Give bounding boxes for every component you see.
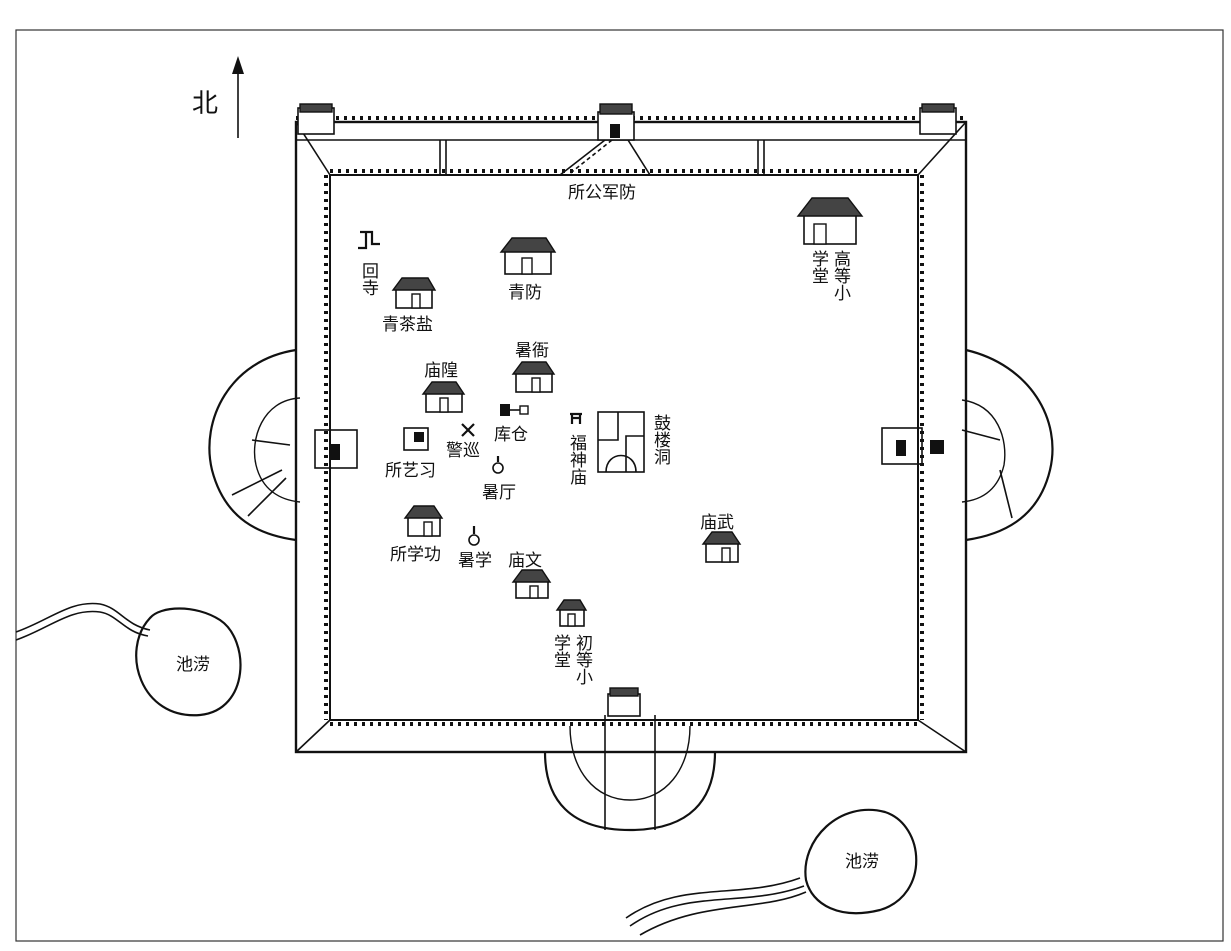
west-pond-icon [15, 602, 242, 717]
west-barbican-icon [208, 348, 358, 542]
salt-tea-building-icon [391, 277, 437, 309]
north-label: 北 [192, 89, 218, 119]
map-frame [15, 29, 1224, 942]
north-arrow-icon [232, 56, 244, 138]
civil-temple-building-icon [511, 569, 552, 599]
higher-school-label-col1: 高等小 [830, 250, 851, 302]
higher-school-label-col2: 学堂 [808, 250, 828, 284]
southeast-pond-icon [625, 808, 918, 936]
mosque-symbol-icon [358, 230, 380, 250]
martial-temple-building-icon [701, 531, 742, 563]
hall-label: 暑厅 [482, 483, 516, 503]
merit-school-label: 所学功 [390, 545, 441, 565]
north-gate-paths [559, 139, 651, 176]
yamen-label: 暑衙 [515, 341, 549, 361]
martial-temple-label: 庙武 [700, 513, 734, 533]
patrol-symbol-icon [461, 423, 475, 437]
hall-symbol-icon [492, 456, 504, 474]
civil-temple-label: 庙文 [508, 551, 542, 571]
qingfang-building-icon [499, 237, 557, 275]
higher-school-building-icon [796, 197, 864, 245]
qingfang-label: 青防 [508, 283, 542, 303]
drum-tower-icon [597, 411, 645, 473]
barracks-label: 所公军防 [568, 183, 636, 203]
fushen-label: 福神庙 [566, 434, 587, 485]
merit-school-building-icon [403, 505, 444, 537]
yamen-building-icon [511, 361, 556, 393]
edu-office-label: 暑学 [458, 551, 492, 571]
patrol-label: 警巡 [446, 441, 480, 461]
art-school-building-icon [403, 427, 429, 451]
primary-school-building-icon [555, 599, 588, 627]
granary-label: 库仓 [494, 425, 528, 445]
wall-crenellations [296, 116, 966, 726]
salt-tea-label: 青茶盐 [382, 315, 433, 335]
granary-symbol-icon [500, 404, 529, 416]
pond-west-label: 池涝 [176, 655, 210, 675]
city-god-label: 庙隍 [424, 361, 458, 381]
drum-tower-label: 鼓楼洞 [650, 414, 671, 465]
primary-school-label-col1: 初等小 [572, 634, 593, 686]
art-school-label: 所艺习 [385, 461, 436, 481]
corner-towers-icon [297, 103, 957, 717]
inner-city-wall [329, 174, 919, 721]
east-barbican-icon [881, 348, 1054, 542]
mosque-label: 回寺 [358, 262, 379, 296]
pond-southeast-label: 池涝 [845, 852, 879, 872]
city-god-building-icon [421, 381, 466, 413]
fushen-symbol-icon [570, 412, 582, 424]
edu-office-symbol-icon [468, 526, 480, 546]
south-barbican-icon [543, 715, 717, 832]
primary-school-label-col2: 学堂 [550, 634, 570, 668]
